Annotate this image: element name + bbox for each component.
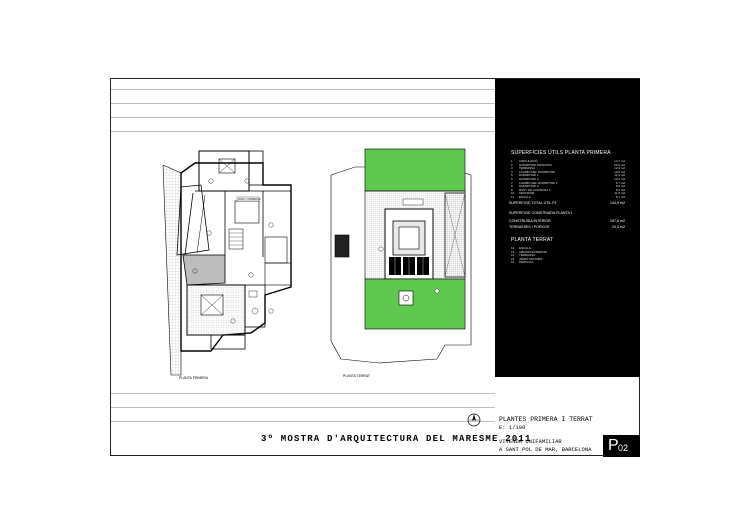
room-number: 10 [511,191,515,196]
built-value: 157,6 m2 [610,219,625,223]
title-block: PLANTES PRIMERA I TERRAT E: 1/100 VIVEND… [467,377,640,457]
garden-top [364,148,466,192]
room-area: 11,9 m2 [614,191,625,196]
rule-line [111,103,495,104]
sheet-number: 02 [618,443,629,453]
room-number: 4 [511,169,513,174]
room-name: ESCALA [519,195,531,199]
room-area: 12,4 m2 [614,166,625,171]
roof-item-name: PÉRGOLA [519,260,534,265]
total-value: 144,9 m2 [610,201,625,205]
room-name: BANY DE CORTESIA 2 [519,187,551,192]
built-row: CONSTRUÏDA INTERIOR 157,6 m2 [509,219,629,223]
total-row: SUPERFICIE TOTAL ÚTIL P1 144,9 m2 [509,201,629,205]
total-label: SUPERFICIE TOTAL ÚTIL P1 [509,201,557,205]
room-number: 2 [511,162,513,167]
room-name: CIRCULACIÓ [519,159,538,163]
surfaces-title: SUPERFÍCIES ÚTILS PLANTA PRIMERA [511,150,611,156]
room-name: LAVABO DEL DORMITORI [519,169,556,174]
roof-item-number: 15 [511,256,515,261]
room-number: 3 [511,166,513,171]
roof-item-name: JARDÍ JAPONÈS [519,256,543,261]
roof-item-name: ARMARI EXTERIOR [519,249,547,254]
built-title: SUPERFICIE CONSTRUÏDA PLANTA 1 [509,211,573,215]
room-name: DORMITORI PRINCIPAL [519,162,553,167]
room-number: 7 [511,180,513,185]
room-number: 8 [511,184,513,189]
roof-item-name: TERRASSA [519,253,536,258]
project-location: A SANT POL DE MAR, BARCELONA [499,446,592,453]
room-name: VESTIDOR [519,191,535,196]
garden-bottom [364,278,466,330]
room-number: 5 [511,173,513,178]
roof-title: PLANTA TERRAT [511,237,554,243]
room-area: 25,6 m2 [614,162,625,167]
roof-item-number: 14 [511,253,515,258]
built-value: 24,0 m2 [612,225,625,229]
room-name: TERRASSA [519,166,536,171]
first-floor-label: PLANTA PRIMERA [179,376,209,380]
rule-line [111,117,495,118]
roof-item-number: 13 [511,249,515,254]
room-area: 5,0 m2 [615,187,625,192]
rule-line [111,131,495,132]
sheet-code: P [608,437,619,454]
roof-plan: PLANTA TERRAT [330,148,472,378]
built-label: CONSTRUÏDA INTERIOR [509,219,551,223]
room-area: 10,2 m2 [614,177,625,181]
drawing-sheet: VANO / CORREDOR PLANTA PRIMERA [110,78,640,457]
room-area: 5,7 m2 [615,180,625,185]
room-number: 1 [511,159,513,163]
rule-line [111,407,495,408]
built-row: TERRASSES I PORXOS 24,0 m2 [509,225,629,229]
room-area: 5,7 m2 [615,195,625,199]
room-number: 11 [511,195,515,199]
room-area: 10,6 m2 [614,169,625,174]
room-name: LAVABO DEL DORMITORI 2 [519,180,558,185]
sheet-number-box: P 02 [603,435,640,457]
room-number: 6 [511,177,513,181]
roof-plan-label: PLANTA TERRAT [343,374,370,378]
roof-item-number: 16 [511,260,515,265]
sheet-heading: PLANTES PRIMERA I TERRAT [499,416,593,423]
room-area: 11,0 m2 [614,173,625,178]
room-callout: VANO / CORREDOR [238,198,261,201]
room-name: DORMITORI 3 [519,184,539,189]
first-floor-plan: VANO / CORREDOR PLANTA PRIMERA [162,150,292,380]
north-arrow-icon [467,413,481,427]
rule-line [111,393,495,394]
roof-item-name: ESCALA [519,246,531,250]
room-name: DORMITORI 1 [519,173,539,178]
built-label: TERRASSES I PORXOS [509,225,550,229]
sheet-scale: E: 1/100 [499,424,526,431]
room-name: DORMITORI 2 [519,177,539,181]
surfaces-panel: SUPERFÍCIES ÚTILS PLANTA PRIMERA 1 CIRCUL… [495,79,640,377]
roof-item-number: 12 [511,246,515,250]
room-number: 9 [511,187,513,192]
room-area: 9,0 m2 [615,184,625,189]
room-area: 14,7 m2 [614,159,625,163]
exhibition-title: 3º MOSTRA D'ARQUITECTURA DEL MARESME 201… [261,434,532,444]
project-name: VIVENDA UNIFAMILIAR [499,438,562,445]
rule-line [111,89,495,90]
rule-line [111,421,495,422]
